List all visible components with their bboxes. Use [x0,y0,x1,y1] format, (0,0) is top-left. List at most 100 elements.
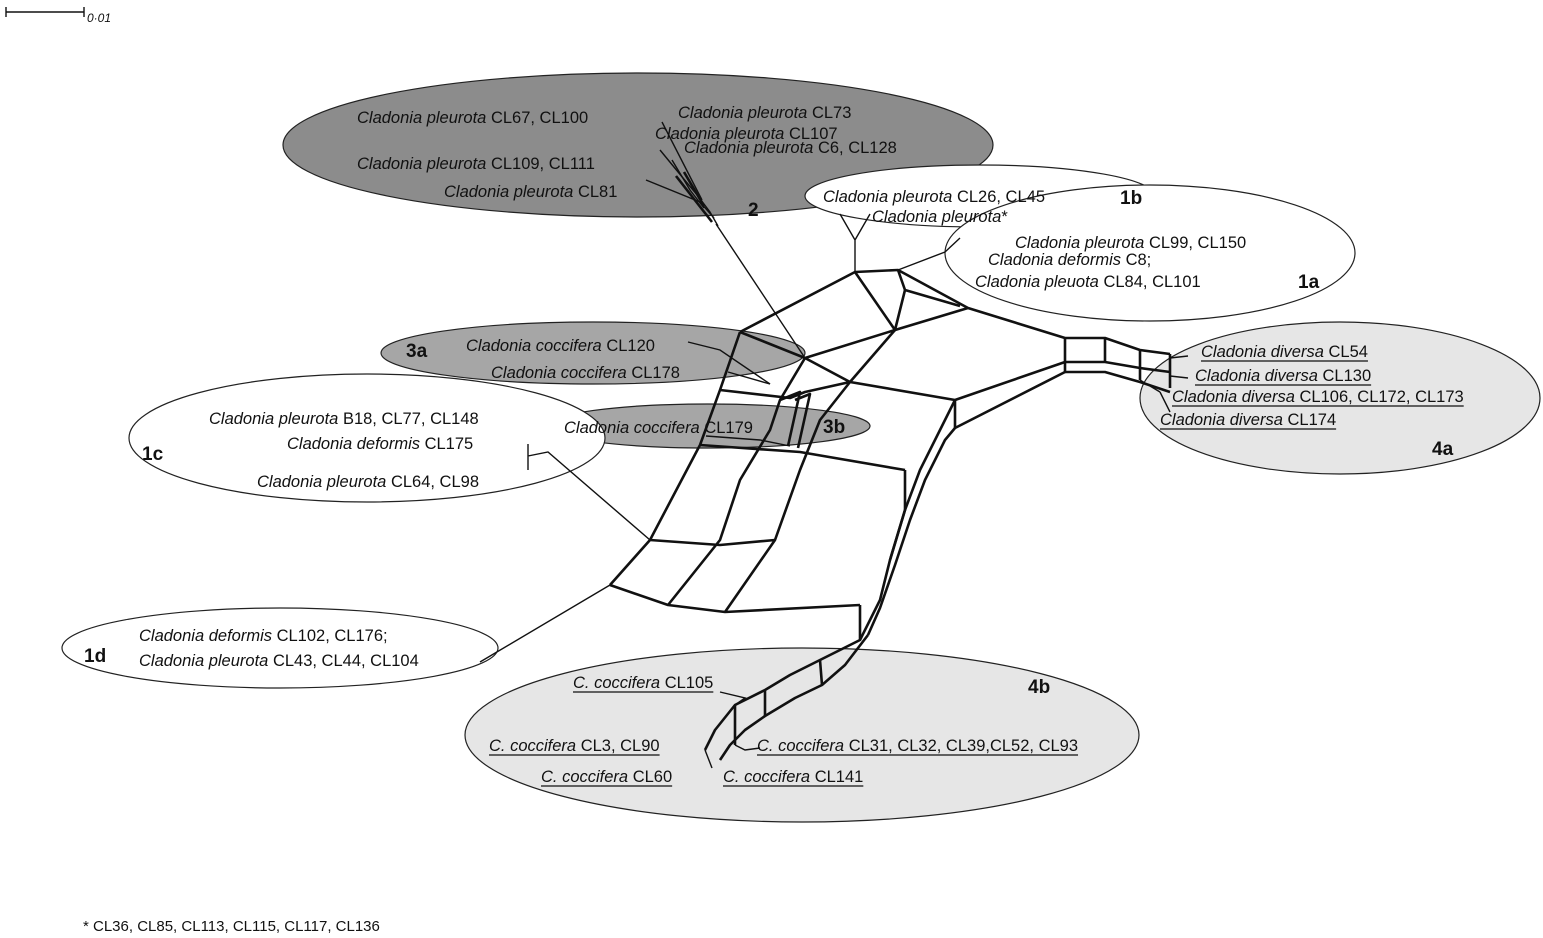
species-name: Cladonia coccifera [564,419,700,437]
group-label-2: 2 [748,200,759,221]
species-name: Cladonia pleurota [257,473,386,491]
group-4b-ellipse [464,647,1140,823]
species-name: C. coccifera [573,674,660,692]
taxon-label: Cladonia pleurota* [872,208,1008,226]
group-2-ellipse [282,72,994,218]
specimen-codes: CL109, CL111 [491,155,595,173]
specimen-codes: C8; [1126,251,1152,269]
group-label-4a: 4a [1432,439,1454,460]
species-name: C. coccifera [489,737,576,755]
taxon-label: C. coccifera CL141 [723,768,863,786]
species-name: Cladonia pleurota [655,125,784,143]
specimen-codes: CL106, CL172, CL173 [1300,388,1464,406]
species-name: Cladonia coccifera [466,337,602,355]
taxon-label: Cladonia pleurota CL64, CL98 [257,473,479,491]
group-label-4b: 4b [1028,677,1050,698]
specimen-codes: CL60 [633,768,672,786]
taxon-label: C. coccifera CL3, CL90 [489,737,660,755]
species-name: Cladonia pleuota [975,273,1099,291]
specimen-codes: CL130 [1323,367,1372,385]
species-name: Cladonia pleurota [444,183,573,201]
specimen-codes: CL175 [425,435,474,453]
species-name: Cladonia diversa [1160,411,1283,429]
group-label-1a: 1a [1298,272,1320,293]
taxon-label: Cladonia pleurota CL26, CL45 [823,188,1045,206]
species-name: Cladonia pleurota [678,104,807,122]
taxon-label: Cladonia diversa CL54 [1201,343,1368,361]
species-name: Cladonia pleurota [209,410,338,428]
specimen-codes: CL31, CL32, CL39,CL52, CL93 [849,737,1078,755]
group-label-1d: 1d [84,646,106,667]
taxon-label: Cladonia diversa CL106, CL172, CL173 [1172,388,1464,406]
taxon-label: Cladonia pleurota CL81 [444,183,617,201]
network-edges [479,121,1189,769]
taxon-label: Cladonia pleurota CL73 [678,104,851,122]
taxon-label: Cladonia pleurota C6, CL128 [684,139,897,157]
specimen-codes: CL105 [665,674,714,692]
species-name: Cladonia diversa [1201,343,1324,361]
specimen-codes: CL141 [815,768,864,786]
taxon-label: Cladonia coccifera CL179 [564,419,753,437]
species-name: Cladonia pleurota [823,188,952,206]
specimen-codes: CL102, CL176; [277,627,388,645]
species-name: Cladonia diversa [1195,367,1318,385]
group-1d-ellipse [61,607,499,689]
specimen-codes: CL99, CL150 [1149,234,1246,252]
taxon-label: Cladonia deformis CL102, CL176; [139,627,388,645]
specimen-codes: CL84, CL101 [1103,273,1200,291]
specimen-codes: CL81 [578,183,617,201]
specimen-codes: CL179 [704,419,753,437]
group-1a-ellipse [944,184,1356,322]
specimen-codes: CL67, CL100 [491,109,588,127]
scale-bar-label: 0·01 [87,11,111,25]
group-ellipses [61,72,1541,823]
taxon-label: Cladonia coccifera CL120 [466,337,655,355]
species-name: Cladonia deformis [139,627,272,645]
species-name: Cladonia pleurota [684,139,813,157]
species-name: Cladonia pleurota [357,109,486,127]
taxon-label: Cladonia pleurota CL109, CL111 [357,155,595,173]
taxon-label: C. coccifera CL31, CL32, CL39,CL52, CL93 [757,737,1078,755]
specimen-codes: CL43, CL44, CL104 [273,652,419,670]
group-1c-ellipse [128,373,606,503]
specimen-codes: C6, CL128 [818,139,897,157]
species-name: Cladonia deformis [988,251,1121,269]
footnote: * CL36, CL85, CL113, CL115, CL117, CL136 [83,918,380,935]
specimen-codes: CL107 [789,125,838,143]
species-name: Cladonia pleurota [139,652,268,670]
specimen-codes: CL120 [606,337,655,355]
specimen-codes: CL178 [631,364,680,382]
taxon-label: Cladonia pleurota CL99, CL150 [1015,234,1246,252]
specimen-codes: CL64, CL98 [391,473,479,491]
species-name: C. coccifera [541,768,628,786]
taxon-label: Cladonia pleuota CL84, CL101 [975,273,1201,291]
taxon-label: Cladonia pleurota CL107 [655,125,838,143]
specimen-codes: B18, CL77, CL148 [343,410,479,428]
group-label-3b: 3b [823,417,845,438]
specimen-codes: CL54 [1329,343,1368,361]
group-label-1b: 1b [1120,188,1142,209]
group-4a-ellipse [1139,321,1541,475]
taxon-label: Cladonia diversa CL130 [1195,367,1371,385]
taxon-label: Cladonia pleurota B18, CL77, CL148 [209,410,479,428]
specimen-codes: CL174 [1288,411,1337,429]
species-name: C. coccifera [723,768,810,786]
taxon-label: Cladonia deformis C8; [988,251,1151,269]
taxon-label: Cladonia deformis CL175 [287,435,473,453]
species-name: Cladonia diversa [1172,388,1295,406]
group-label-1c: 1c [142,444,164,465]
scale-bar: 0·01 [5,7,111,25]
specimen-codes: CL73 [812,104,851,122]
taxon-label: C. coccifera CL105 [573,674,713,692]
taxon-label: Cladonia diversa CL174 [1160,411,1336,429]
species-name: C. coccifera [757,737,844,755]
specimen-codes: CL3, CL90 [581,737,660,755]
species-name: Cladonia pleurota [357,155,486,173]
taxon-label: Cladonia pleurota CL43, CL44, CL104 [139,652,419,670]
specimen-codes: * [1001,208,1008,226]
taxon-label: Cladonia pleurota CL67, CL100 [357,109,588,127]
species-name: Cladonia deformis [287,435,420,453]
taxon-label: C. coccifera CL60 [541,768,672,786]
